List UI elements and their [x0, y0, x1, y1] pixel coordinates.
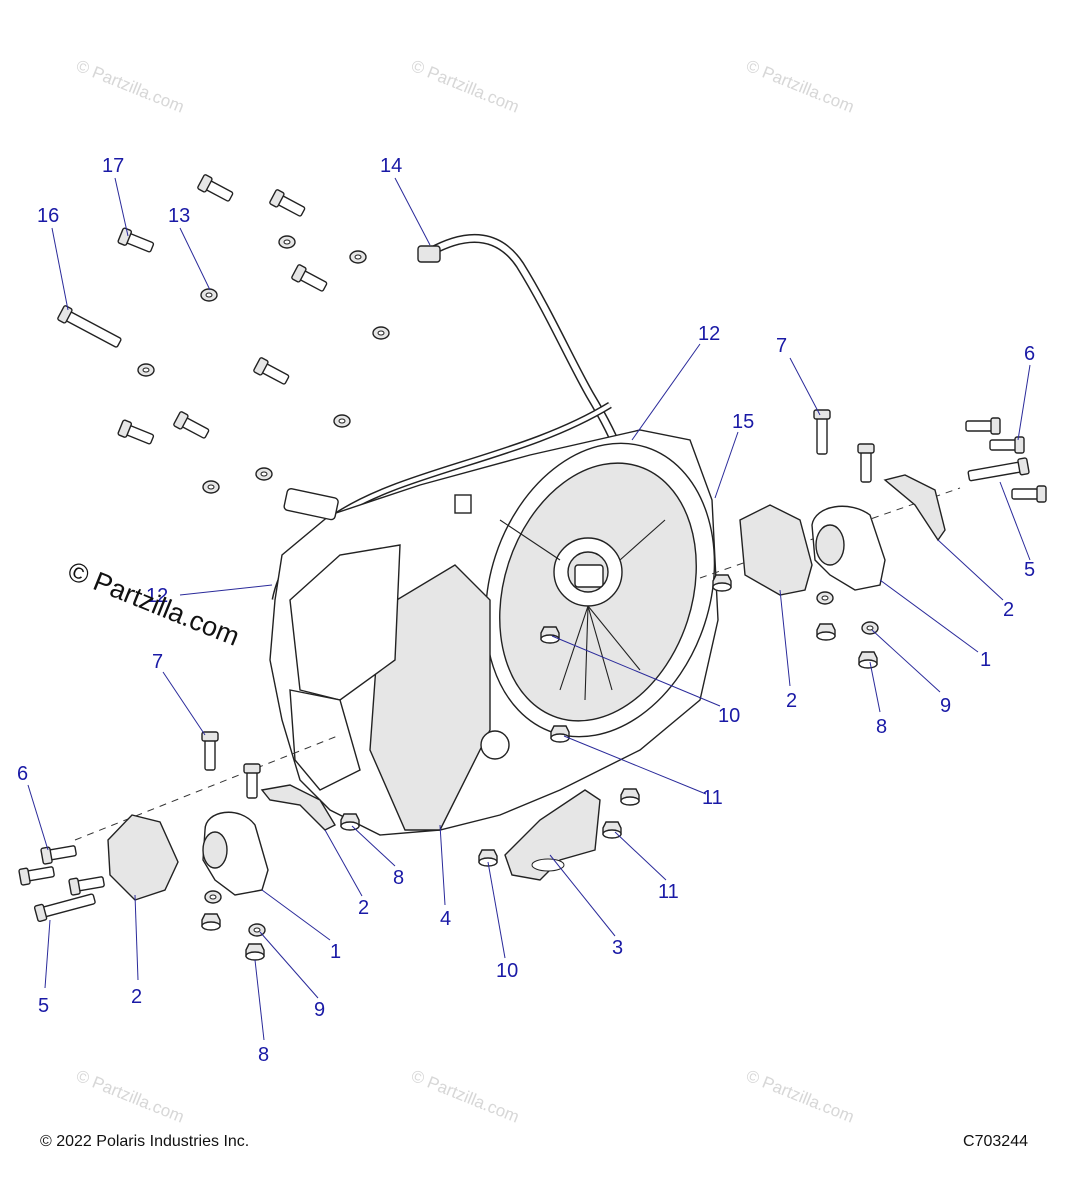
watermark-text: © Partzilla.com [409, 1066, 522, 1127]
callout-4: 4 [440, 908, 451, 930]
transmission-assembly [269, 429, 719, 836]
right-mount-group [699, 409, 1047, 669]
callout-2: 2 [131, 986, 142, 1008]
watermark-text: © Partzilla.com [409, 56, 522, 117]
callout-6: 6 [17, 763, 28, 785]
callout-3: 3 [612, 937, 623, 959]
callout-11: 11 [702, 787, 723, 809]
left-mount-group [18, 731, 360, 961]
callout-5: 5 [1024, 559, 1035, 581]
callout-12: 12 [698, 323, 720, 345]
callout-7: 7 [776, 335, 787, 357]
callout-12: 12 [146, 585, 168, 607]
callout-8: 8 [258, 1044, 269, 1066]
callout-9: 9 [314, 999, 325, 1021]
callout-labels: 17 13 16 14 12 15 12 7 6 5 2 1 2 9 8 10 … [17, 155, 1035, 1066]
bolt-set-top [57, 173, 390, 494]
callout-2: 2 [786, 690, 797, 712]
callout-11: 11 [658, 881, 679, 903]
callout-16: 16 [37, 205, 59, 227]
callout-7: 7 [152, 651, 163, 673]
watermark-text: © Partzilla.com [74, 1066, 187, 1127]
callout-2: 2 [1003, 599, 1014, 621]
callout-5: 5 [38, 995, 49, 1017]
bracket-3-group [478, 626, 640, 881]
leader-lines [27, 177, 1031, 1041]
copyright-text: © 2022 Polaris Industries Inc. [40, 1133, 250, 1150]
callout-9: 9 [940, 695, 951, 717]
callout-2: 2 [358, 897, 369, 919]
callout-14: 14 [380, 155, 402, 177]
watermark-main: © Partzilla.com [64, 556, 244, 652]
callout-8: 8 [876, 716, 887, 738]
callout-10: 10 [718, 705, 740, 727]
callout-8: 8 [393, 867, 404, 889]
watermark-text: © Partzilla.com [74, 56, 187, 117]
watermark-text: © Partzilla.com [744, 1066, 857, 1127]
watermark-text: © Partzilla.com [744, 56, 857, 117]
diagram-code: C703244 [963, 1133, 1028, 1150]
callout-1: 1 [980, 649, 991, 671]
callout-10: 10 [496, 960, 518, 982]
callout-17: 17 [102, 155, 124, 177]
callout-13: 13 [168, 205, 190, 227]
callout-15: 15 [732, 411, 754, 433]
callout-1: 1 [330, 941, 341, 963]
callout-6: 6 [1024, 343, 1035, 365]
